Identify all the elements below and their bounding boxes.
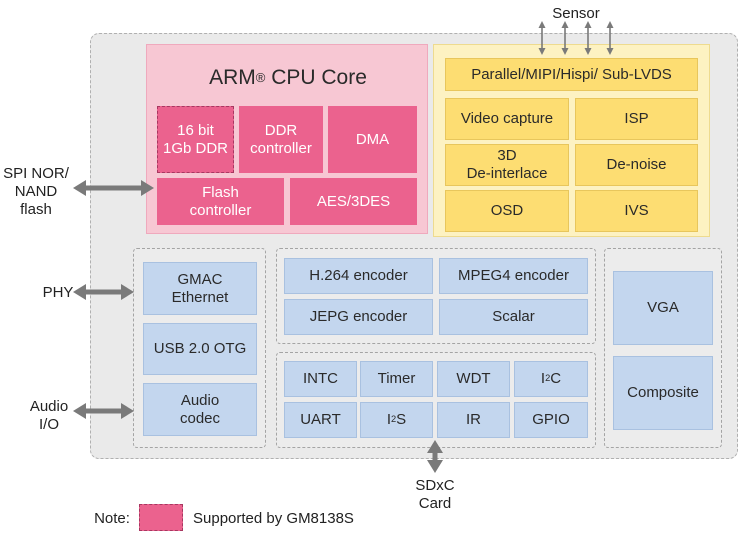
legend-swatch [139, 504, 183, 531]
deinterlace-block: 3D De-interlace [445, 144, 569, 186]
isp-block: ISP [575, 98, 698, 140]
sdxc-card-label: SDxC Card [415, 477, 455, 512]
cpu-core-title: ARM® CPU Core [147, 63, 429, 93]
ddr16-block: 16 bit 1Gb DDR [157, 106, 234, 173]
timer-block: Timer [360, 361, 433, 397]
i2s-label-sup: 2 [390, 414, 397, 425]
i2c-label-pre: I [540, 370, 546, 387]
i2s-label-post: S [396, 411, 407, 428]
sensor-arrow-4 [606, 21, 614, 55]
intc-block: INTC [284, 361, 357, 397]
audio-io-label: Audio I/O [29, 398, 69, 433]
mpeg4-encoder-block: MPEG4 encoder [439, 258, 588, 294]
legend-text: Supported by GM8138S [193, 510, 354, 527]
gmac-ethernet-block: GMAC Ethernet [143, 262, 257, 315]
denoise-block: De-noise [575, 144, 698, 186]
audio-codec-block: Audio codec [143, 383, 257, 436]
phy-arrow [73, 284, 134, 300]
video-capture-block: Video capture [445, 98, 569, 140]
i2c-label-post: C [550, 370, 562, 387]
vga-block: VGA [613, 271, 713, 345]
phy-label: PHY [42, 284, 74, 301]
sensor-label: Sensor [552, 5, 600, 22]
cpu-title-pre: ARM [209, 66, 256, 90]
note-label: Note: [94, 510, 130, 527]
sdxc-arrow [427, 440, 443, 473]
ir-block: IR [437, 402, 510, 438]
ddr-controller-block: DDR controller [239, 106, 323, 173]
cpu-title-post: CPU Core [265, 66, 367, 90]
flash-controller-block: Flash controller [157, 178, 284, 225]
audio-arrow [73, 403, 134, 419]
usb-otg-block: USB 2.0 OTG [143, 323, 257, 375]
spi-flash-label: SPI NOR/ NAND flash [3, 164, 69, 219]
flash-arrow [73, 180, 154, 196]
sensor-interface-block: Parallel/MIPI/Hispi/ Sub-LVDS [445, 58, 698, 91]
aes-block: AES/3DES [290, 178, 417, 225]
sensor-arrow-2 [561, 21, 569, 55]
gpio-block: GPIO [514, 402, 588, 438]
registered-mark: ® [255, 70, 266, 86]
osd-block: OSD [445, 190, 569, 232]
dma-block: DMA [328, 106, 417, 173]
composite-block: Composite [613, 356, 713, 430]
wdt-block: WDT [437, 361, 510, 397]
sensor-arrow-3 [584, 21, 592, 55]
scalar-block: Scalar [439, 299, 588, 335]
sensor-arrow-1 [538, 21, 546, 55]
ivs-block: IVS [575, 190, 698, 232]
jpeg-encoder-block: JEPG encoder [284, 299, 433, 335]
h264-encoder-block: H.264 encoder [284, 258, 433, 294]
uart-block: UART [284, 402, 357, 438]
i2c-label-sup: 2 [545, 373, 551, 384]
i2s-label-pre: I [386, 411, 391, 428]
